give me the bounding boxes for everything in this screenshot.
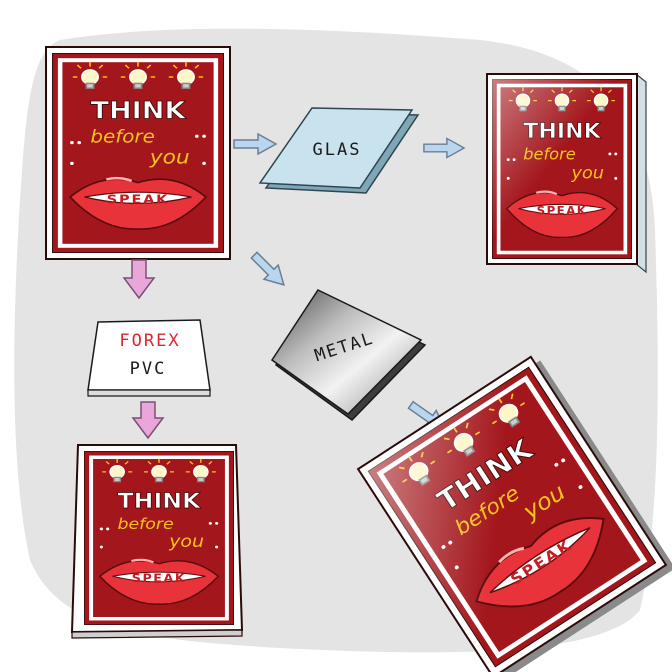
poster-script-you: you [149, 146, 190, 168]
forex-poster-script-you: you [168, 532, 204, 552]
poster-metal-result: THINK before you SPEAK [356, 355, 672, 672]
glass-label: GLAS [313, 140, 362, 160]
forex-pvc-board: FOREX PVC [87, 319, 211, 397]
forex-poster-lips-speak: SPEAK [132, 572, 186, 585]
poster-forex-result: THINK before you SPEAK [70, 444, 244, 639]
poster-original: THINK before you SPEAK [45, 46, 231, 260]
metal-sheet: METAL [270, 289, 427, 421]
poster-script-before: before [90, 128, 154, 148]
arrow-to-forex [122, 259, 156, 300]
poster-glass-result: THINK before you SPEAK [486, 72, 647, 274]
arrow-forex-to-result [131, 401, 165, 440]
poster-lips-speak: SPEAK [107, 192, 169, 207]
poster-title-think: THINK [90, 97, 186, 125]
pvc-label: PVC [130, 359, 167, 379]
forex-label: FOREX [119, 331, 180, 351]
forex-poster-title-think: THINK [118, 489, 202, 513]
forex-poster-script-before: before [117, 515, 173, 533]
glass-sheet: GLAS [258, 107, 420, 194]
